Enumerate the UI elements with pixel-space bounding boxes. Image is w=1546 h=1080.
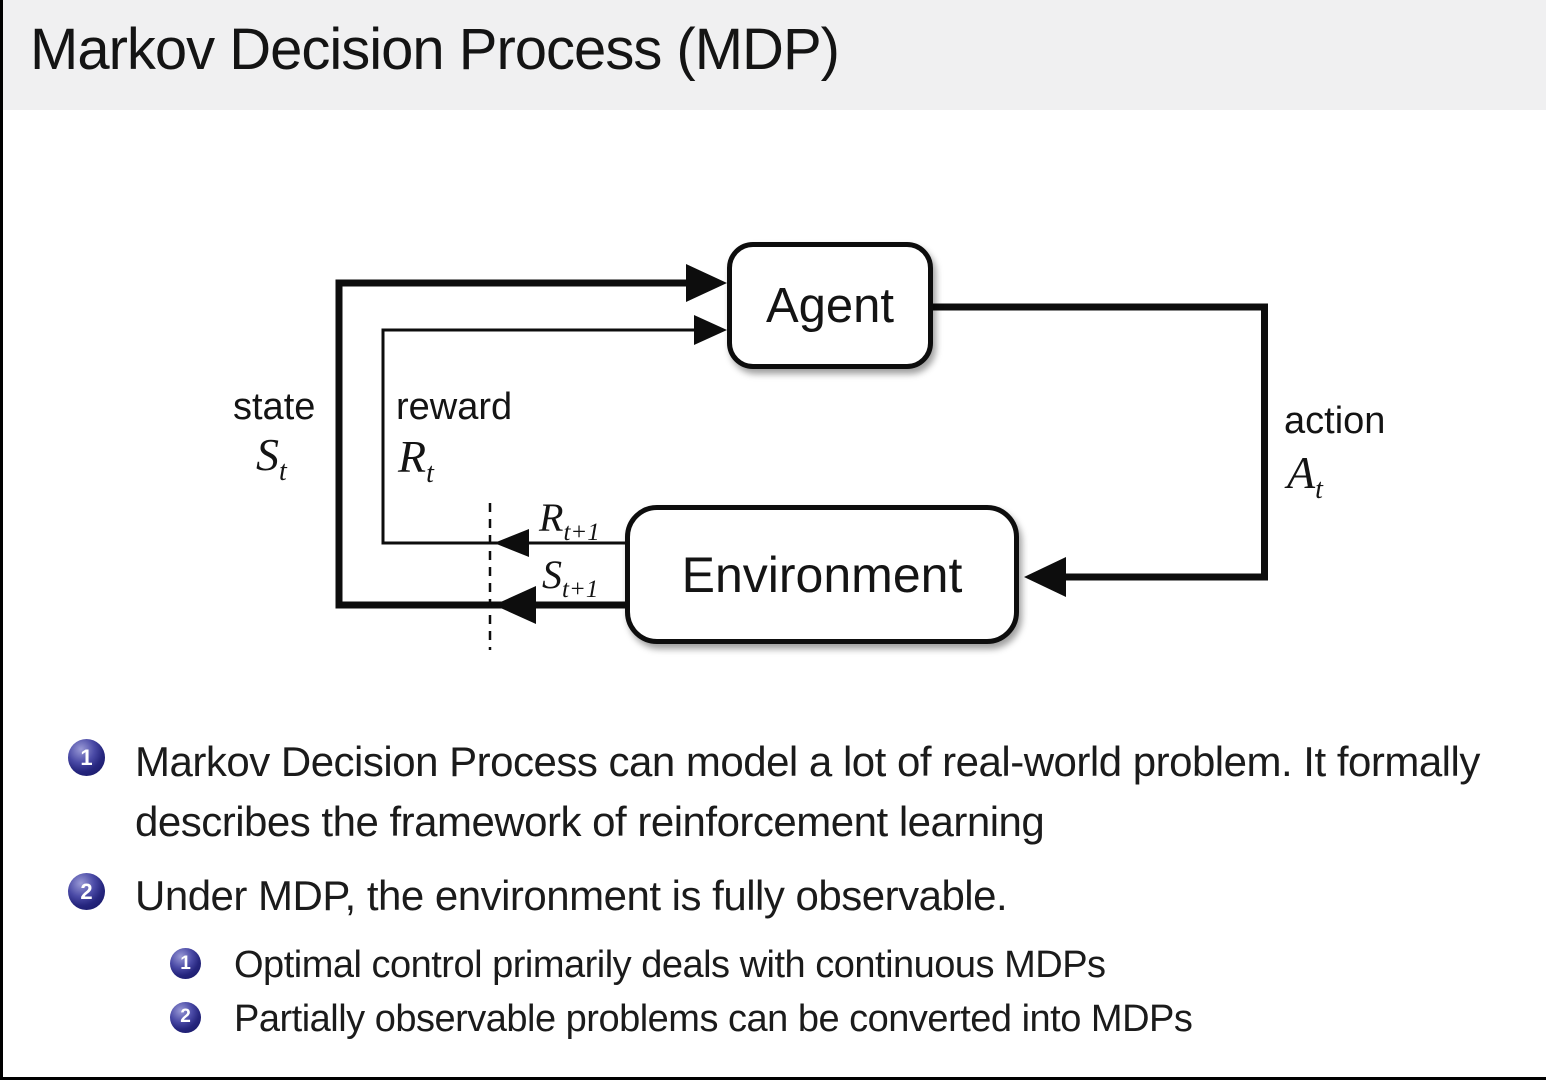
- list-item: 1 Optimal control primarily deals with c…: [170, 940, 1518, 991]
- bullet-marker-ball-icon: 2: [68, 873, 105, 911]
- state-label: state: [233, 386, 316, 428]
- next-reward-arrowhead: [494, 529, 529, 557]
- action-label: action: [1284, 400, 1386, 442]
- action-symbol: At: [1287, 447, 1323, 506]
- bullet-text: Under MDP, the environment is fully obse…: [135, 872, 1008, 920]
- agent-box-label: Agent: [765, 278, 895, 333]
- sub-bullet-marker-ball-icon: 1: [170, 948, 201, 980]
- bullet-text: Markov Decision Process can model a lot …: [135, 738, 1480, 846]
- list-item: 2 Under MDP, the environment is fully ob…: [68, 866, 1518, 926]
- sub-bullet-marker-ball-icon: 2: [170, 1001, 201, 1033]
- environment-box-label: Environment: [681, 546, 963, 603]
- bullet-marker-ball-icon: 1: [68, 739, 105, 776]
- reward-label: reward: [396, 386, 513, 428]
- list-item: 2 Partially observable problems can be c…: [170, 994, 1518, 1045]
- state-symbol: St: [256, 429, 287, 488]
- next-state-arrowhead: [494, 586, 536, 624]
- next-state-symbol: St+1: [542, 552, 599, 603]
- sub-bullet-text: Optimal control primarily deals with con…: [234, 944, 1106, 987]
- list-item: 1 Markov Decision Process can model a lo…: [68, 732, 1518, 852]
- state-into-agent-arrowhead: [686, 264, 727, 302]
- slide-title-bar: Markov Decision Process (MDP): [0, 0, 1546, 110]
- agent-box: Agent: [727, 242, 933, 369]
- environment-box: Environment: [625, 505, 1019, 644]
- sub-bullet-text: Partially observable problems can be con…: [234, 997, 1193, 1040]
- reward-into-agent-arrowhead: [694, 315, 727, 345]
- bottom-border-edge: [0, 1077, 1546, 1080]
- slide-title: Markov Decision Process (MDP): [30, 17, 840, 82]
- action-into-environment-arrowhead: [1024, 557, 1066, 597]
- bullet-list: 1 Markov Decision Process can model a lo…: [68, 732, 1518, 1047]
- next-reward-symbol: Rt+1: [539, 495, 600, 546]
- sub-bullet-list: 1 Optimal control primarily deals with c…: [170, 940, 1518, 1044]
- reward-symbol: Rt: [398, 431, 434, 490]
- left-border-edge: [0, 0, 3, 1080]
